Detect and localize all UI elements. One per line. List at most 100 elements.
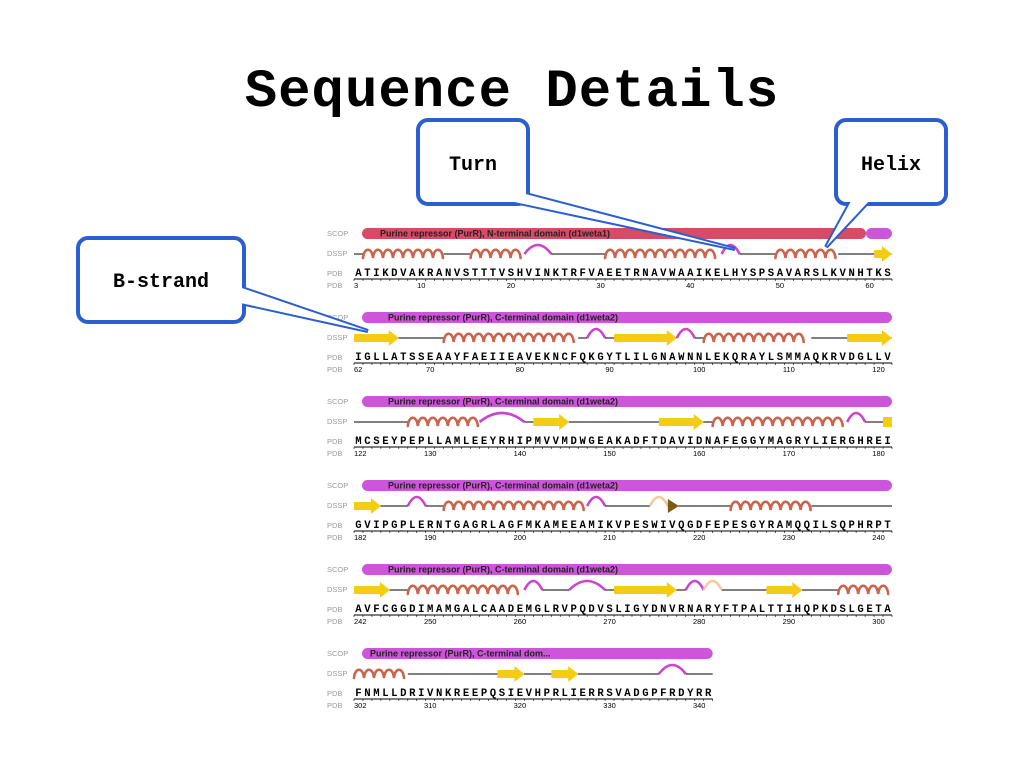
residue: D	[651, 604, 657, 616]
scop-domain-label: Purine repressor (PurR), C-terminal doma…	[388, 565, 618, 575]
residue: H	[857, 268, 863, 280]
dssp-track-label: DSSP	[327, 585, 347, 594]
residue: I	[687, 436, 693, 448]
residue: K	[535, 520, 542, 532]
residue: A	[714, 436, 721, 448]
residue: P	[848, 520, 854, 532]
residue: P	[382, 520, 388, 532]
residue: P	[526, 436, 532, 448]
dssp-turn	[523, 243, 553, 255]
ruler-number: 310	[424, 701, 437, 710]
dssp-turn	[675, 327, 696, 339]
residue: V	[526, 268, 533, 280]
residue: L	[544, 604, 550, 616]
residue: V	[660, 268, 667, 280]
residue: E	[427, 352, 433, 364]
residue: C	[382, 604, 389, 616]
scop-track-label: SCOP	[327, 397, 348, 406]
residue: E	[463, 688, 469, 700]
residue: R	[840, 436, 847, 448]
residue: R	[696, 688, 703, 700]
residue: A	[463, 604, 470, 616]
residue: V	[884, 352, 891, 364]
residue: S	[508, 268, 515, 280]
residue: M	[445, 604, 451, 616]
residue: L	[813, 436, 819, 448]
residue: A	[750, 604, 757, 616]
dssp-track-label: DSSP	[327, 501, 347, 510]
ruler-number: 200	[514, 533, 527, 542]
residue: A	[391, 352, 398, 364]
residue: G	[364, 352, 370, 364]
residue: A	[687, 268, 694, 280]
dssp-strand	[551, 666, 579, 682]
residue: I	[517, 436, 523, 448]
residue: A	[436, 604, 443, 616]
dssp-turn	[684, 579, 705, 591]
residue: V	[364, 520, 371, 532]
residue: E	[418, 520, 424, 532]
residue: I	[597, 520, 603, 532]
dssp-strand	[533, 414, 570, 430]
scop-domain-bar	[362, 396, 892, 407]
residue: A	[696, 604, 703, 616]
residue: G	[588, 436, 594, 448]
ruler-number: 330	[603, 701, 616, 710]
dssp-helix	[603, 248, 717, 260]
residue: V	[669, 520, 676, 532]
residue: Y	[606, 352, 613, 364]
dssp-turn	[585, 495, 607, 507]
residue: M	[355, 436, 361, 448]
scop-domain-label: Purine repressor (PurR), C-terminal doma…	[388, 313, 618, 323]
ruler-number: 302	[354, 701, 367, 710]
residue: K	[615, 436, 622, 448]
residue: G	[642, 688, 648, 700]
residue: T	[884, 520, 891, 532]
ruler-number: 140	[514, 449, 527, 458]
residue: L	[562, 688, 568, 700]
ruler-number: 182	[354, 533, 367, 542]
dssp-helix	[469, 248, 522, 260]
residue: D	[588, 604, 594, 616]
scop-track-label: SCOP	[327, 649, 348, 658]
residue: N	[642, 268, 648, 280]
residue: T	[562, 268, 569, 280]
residue: A	[490, 604, 497, 616]
residue: V	[544, 436, 551, 448]
residue: K	[553, 268, 560, 280]
residue: R	[866, 436, 873, 448]
residue: M	[526, 604, 532, 616]
residue: W	[579, 436, 586, 448]
residue: M	[427, 604, 433, 616]
dssp-strand	[874, 246, 892, 262]
residue: Y	[741, 268, 748, 280]
residue: K	[588, 352, 595, 364]
residue: P	[544, 688, 550, 700]
residue: E	[579, 688, 585, 700]
residue: S	[606, 688, 613, 700]
residue: R	[597, 688, 604, 700]
residue: I	[355, 352, 361, 364]
residue: G	[857, 352, 863, 364]
slide-title: Sequence Details	[244, 62, 780, 123]
residue: A	[777, 268, 784, 280]
ruler-number: 242	[354, 617, 367, 626]
ruler-number: 320	[514, 701, 527, 710]
residue: K	[875, 268, 882, 280]
residue: Y	[759, 436, 766, 448]
ruler-number: 40	[686, 281, 694, 290]
residue: E	[562, 520, 568, 532]
residue: H	[795, 604, 801, 616]
residue: M	[795, 352, 801, 364]
dssp-turn	[478, 411, 526, 424]
residue: M	[553, 520, 559, 532]
residue: S	[642, 520, 649, 532]
residue: C	[562, 352, 569, 364]
residue: I	[633, 352, 639, 364]
residue: G	[857, 604, 863, 616]
residue: I	[624, 604, 630, 616]
ruler-number: 190	[424, 533, 437, 542]
dssp-turn	[846, 411, 867, 423]
